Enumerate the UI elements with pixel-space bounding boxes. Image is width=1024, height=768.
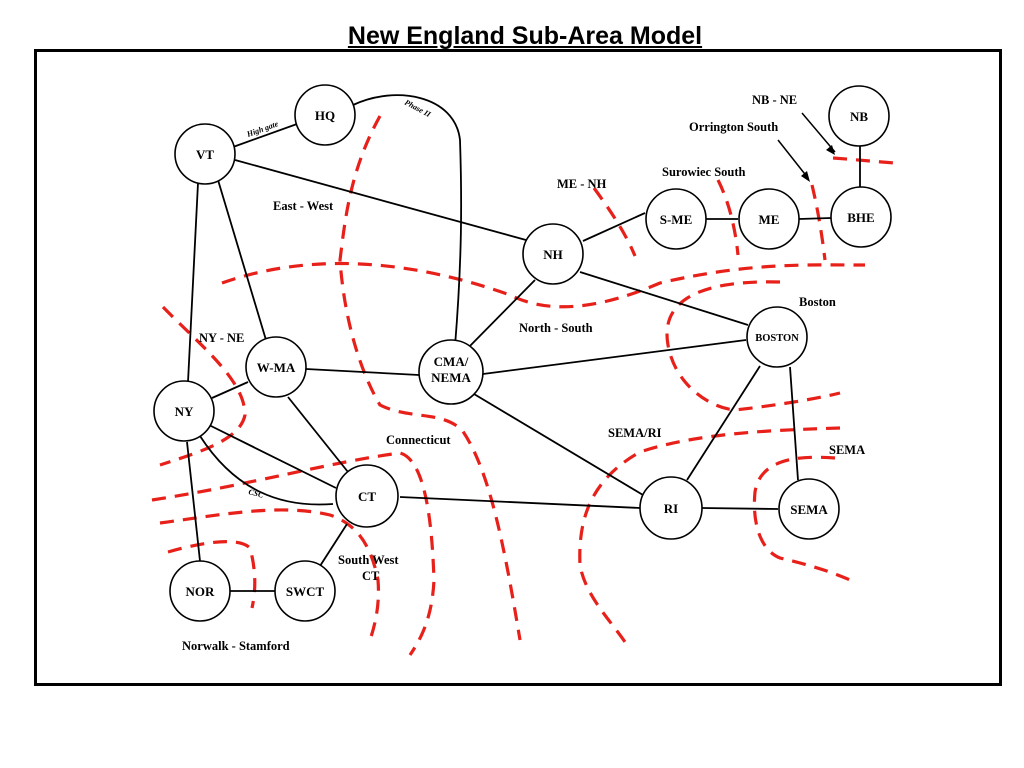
line-me-bhe xyxy=(798,217,832,220)
node-ri: RI xyxy=(639,476,703,540)
line-ct-ri xyxy=(399,496,641,509)
boundary-surowiec-south xyxy=(716,179,740,256)
boundary-sema-ri xyxy=(578,426,841,643)
label-south-west-ct-line2: CT xyxy=(362,569,380,583)
node-ny-label: NY xyxy=(175,404,194,419)
interface-arrows xyxy=(777,112,836,182)
node-nh-label: NH xyxy=(543,247,563,262)
line-nh-sme xyxy=(582,212,646,242)
label-sema-ri: SEMA/RI xyxy=(608,426,662,440)
line-wma-cma xyxy=(305,368,420,376)
line-ct-swct xyxy=(319,523,348,567)
node-hq: HQ xyxy=(294,84,356,146)
node-nor: NOR xyxy=(169,560,231,622)
label-ny-ne: NY - NE xyxy=(199,331,244,345)
line-boston-ri xyxy=(686,365,761,481)
transmission-lines xyxy=(186,94,861,592)
node-ct-label: CT xyxy=(358,489,376,504)
boundary-me-nh xyxy=(592,187,637,257)
node-me-label: ME xyxy=(759,212,780,227)
boundary-connecticut xyxy=(151,451,436,656)
label-orrington-south: Orrington South xyxy=(689,120,778,134)
arrow-nb-ne xyxy=(801,112,836,153)
boundary-sema xyxy=(752,455,851,582)
node-nb-label: NB xyxy=(850,109,868,124)
node-boston-label: BOSTON xyxy=(755,333,799,344)
node-nh: NH xyxy=(522,223,584,285)
line-boston-sema xyxy=(789,366,799,481)
node-bhe: BHE xyxy=(830,186,892,248)
line-vt-ny xyxy=(187,182,199,383)
node-ct: CT xyxy=(335,464,399,528)
line-ny-ct-csc xyxy=(199,435,334,506)
boundary-ny-ne xyxy=(159,305,247,467)
label-me-nh: ME - NH xyxy=(557,177,607,191)
line-hq-cma-phase2 xyxy=(352,94,463,347)
line-cma-boston xyxy=(482,339,747,375)
line-vt-nh xyxy=(234,159,527,241)
node-sema-label: SEMA xyxy=(790,502,828,517)
node-ny: NY xyxy=(153,380,215,442)
node-wma: W-MA xyxy=(245,336,307,398)
node-nor-label: NOR xyxy=(186,584,216,599)
node-sme-label: S-ME xyxy=(660,212,693,227)
node-nb: NB xyxy=(828,85,890,147)
node-swct-label: SWCT xyxy=(286,584,325,599)
label-norwalk-stamford: Norwalk - Stamford xyxy=(182,639,290,653)
label-east-west: East - West xyxy=(273,199,334,213)
line-vt-hq xyxy=(232,123,298,148)
node-vt-label: VT xyxy=(196,147,214,162)
node-cma-label-line2: NEMA xyxy=(431,370,471,385)
diagram-frame xyxy=(34,49,1002,686)
line-ny-wma xyxy=(211,381,249,399)
line-vt-wma xyxy=(217,179,267,341)
node-sema: SEMA xyxy=(778,478,840,540)
line-nh-cma xyxy=(465,279,536,351)
boundary-orrington-south xyxy=(810,184,827,261)
boundary-nb-ne xyxy=(832,156,896,165)
label-sema: SEMA xyxy=(829,443,865,457)
label-surowiec-south: Surowiec South xyxy=(662,165,746,179)
label-boston: Boston xyxy=(799,295,836,309)
line-nh-boston xyxy=(579,271,749,326)
node-sme: S-ME xyxy=(645,188,707,250)
arrow-orrington-south xyxy=(777,139,809,179)
label-north-south: North - South xyxy=(519,321,593,335)
line-ri-sema xyxy=(701,507,779,510)
boundary-east-west xyxy=(338,115,522,641)
boundary-south-west-ct xyxy=(159,508,381,641)
node-swct: SWCT xyxy=(274,560,336,622)
diagram-title: New England Sub-Area Model xyxy=(347,22,703,50)
node-boston: BOSTON xyxy=(746,306,808,368)
node-me: ME xyxy=(738,188,800,250)
interface-boundaries xyxy=(151,115,896,656)
node-cma-nema: CMA/ NEMA xyxy=(418,339,484,405)
arrow-orrington-south-head xyxy=(801,171,810,182)
label-south-west-ct-line1: South West xyxy=(338,553,399,567)
line-ny-nor xyxy=(186,441,201,562)
node-vt: VT xyxy=(174,123,236,185)
arrow-nb-ne-head xyxy=(826,145,835,155)
line-wma-ct xyxy=(287,396,349,473)
line-ny-ct xyxy=(206,423,337,489)
label-csc: CSC xyxy=(247,487,265,500)
node-bhe-label: BHE xyxy=(847,210,874,225)
node-ri-label: RI xyxy=(664,501,678,516)
label-connecticut: Connecticut xyxy=(386,433,451,447)
boundary-north-south xyxy=(221,261,866,309)
node-cma-label-line1: CMA/ xyxy=(434,354,469,369)
line-cma-ri xyxy=(473,393,644,496)
node-wma-label: W-MA xyxy=(257,360,296,375)
label-nb-ne: NB - NE xyxy=(752,93,797,107)
node-hq-label: HQ xyxy=(315,108,335,123)
